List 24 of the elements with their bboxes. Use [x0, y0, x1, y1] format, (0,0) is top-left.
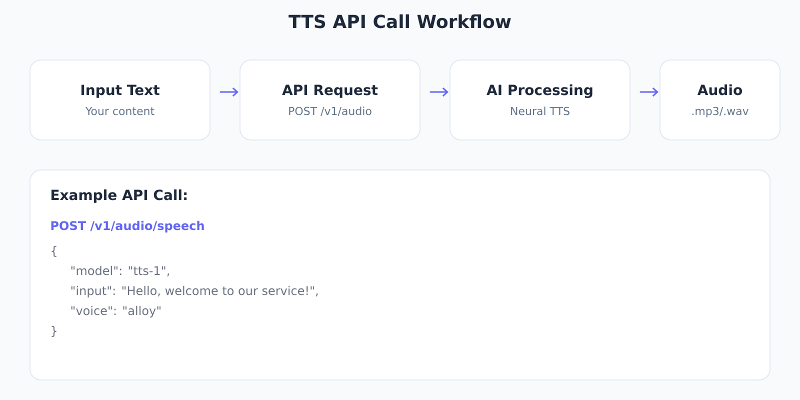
step-box — [450, 60, 630, 140]
step-box — [240, 60, 420, 140]
step-title: AI Processing — [486, 84, 592, 98]
step-subtitle: .mp3/.wav — [692, 106, 748, 118]
code-line: "voice": "alloy" — [71, 306, 160, 318]
code-line: "model": "tts-1", — [71, 266, 170, 276]
step-title: Input Text — [81, 84, 160, 98]
step-subtitle: Neural TTS — [511, 106, 570, 116]
arrow — [430, 87, 448, 97]
code-line: { — [52, 246, 56, 257]
step-title: API Request — [282, 84, 378, 98]
panel-heading: Example API Call: — [51, 189, 187, 203]
arrow — [220, 87, 238, 97]
code-line: "input": "Hello, welcome to our service!", — [71, 286, 318, 298]
title: TTS API Call Workflow — [288, 14, 511, 28]
arrow — [640, 87, 658, 97]
code-line: } — [52, 326, 56, 337]
step-box — [660, 60, 780, 140]
step-subtitle: POST /v1/audio — [289, 106, 372, 116]
step-subtitle: Your content — [85, 107, 154, 116]
code-panel — [30, 170, 770, 380]
step-box — [30, 60, 210, 140]
step-title: Audio — [697, 84, 742, 96]
endpoint-label: POST /v1/audio/speech — [51, 220, 204, 232]
